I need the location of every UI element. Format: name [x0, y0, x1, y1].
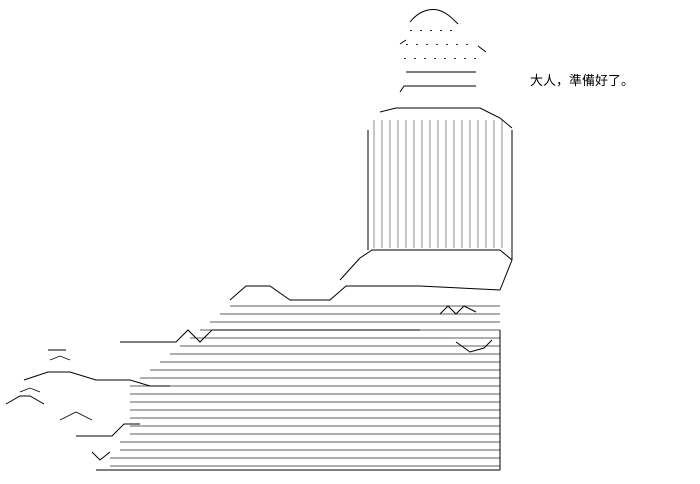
dialogue-caption: 大人，準備好了。 [530, 74, 635, 89]
